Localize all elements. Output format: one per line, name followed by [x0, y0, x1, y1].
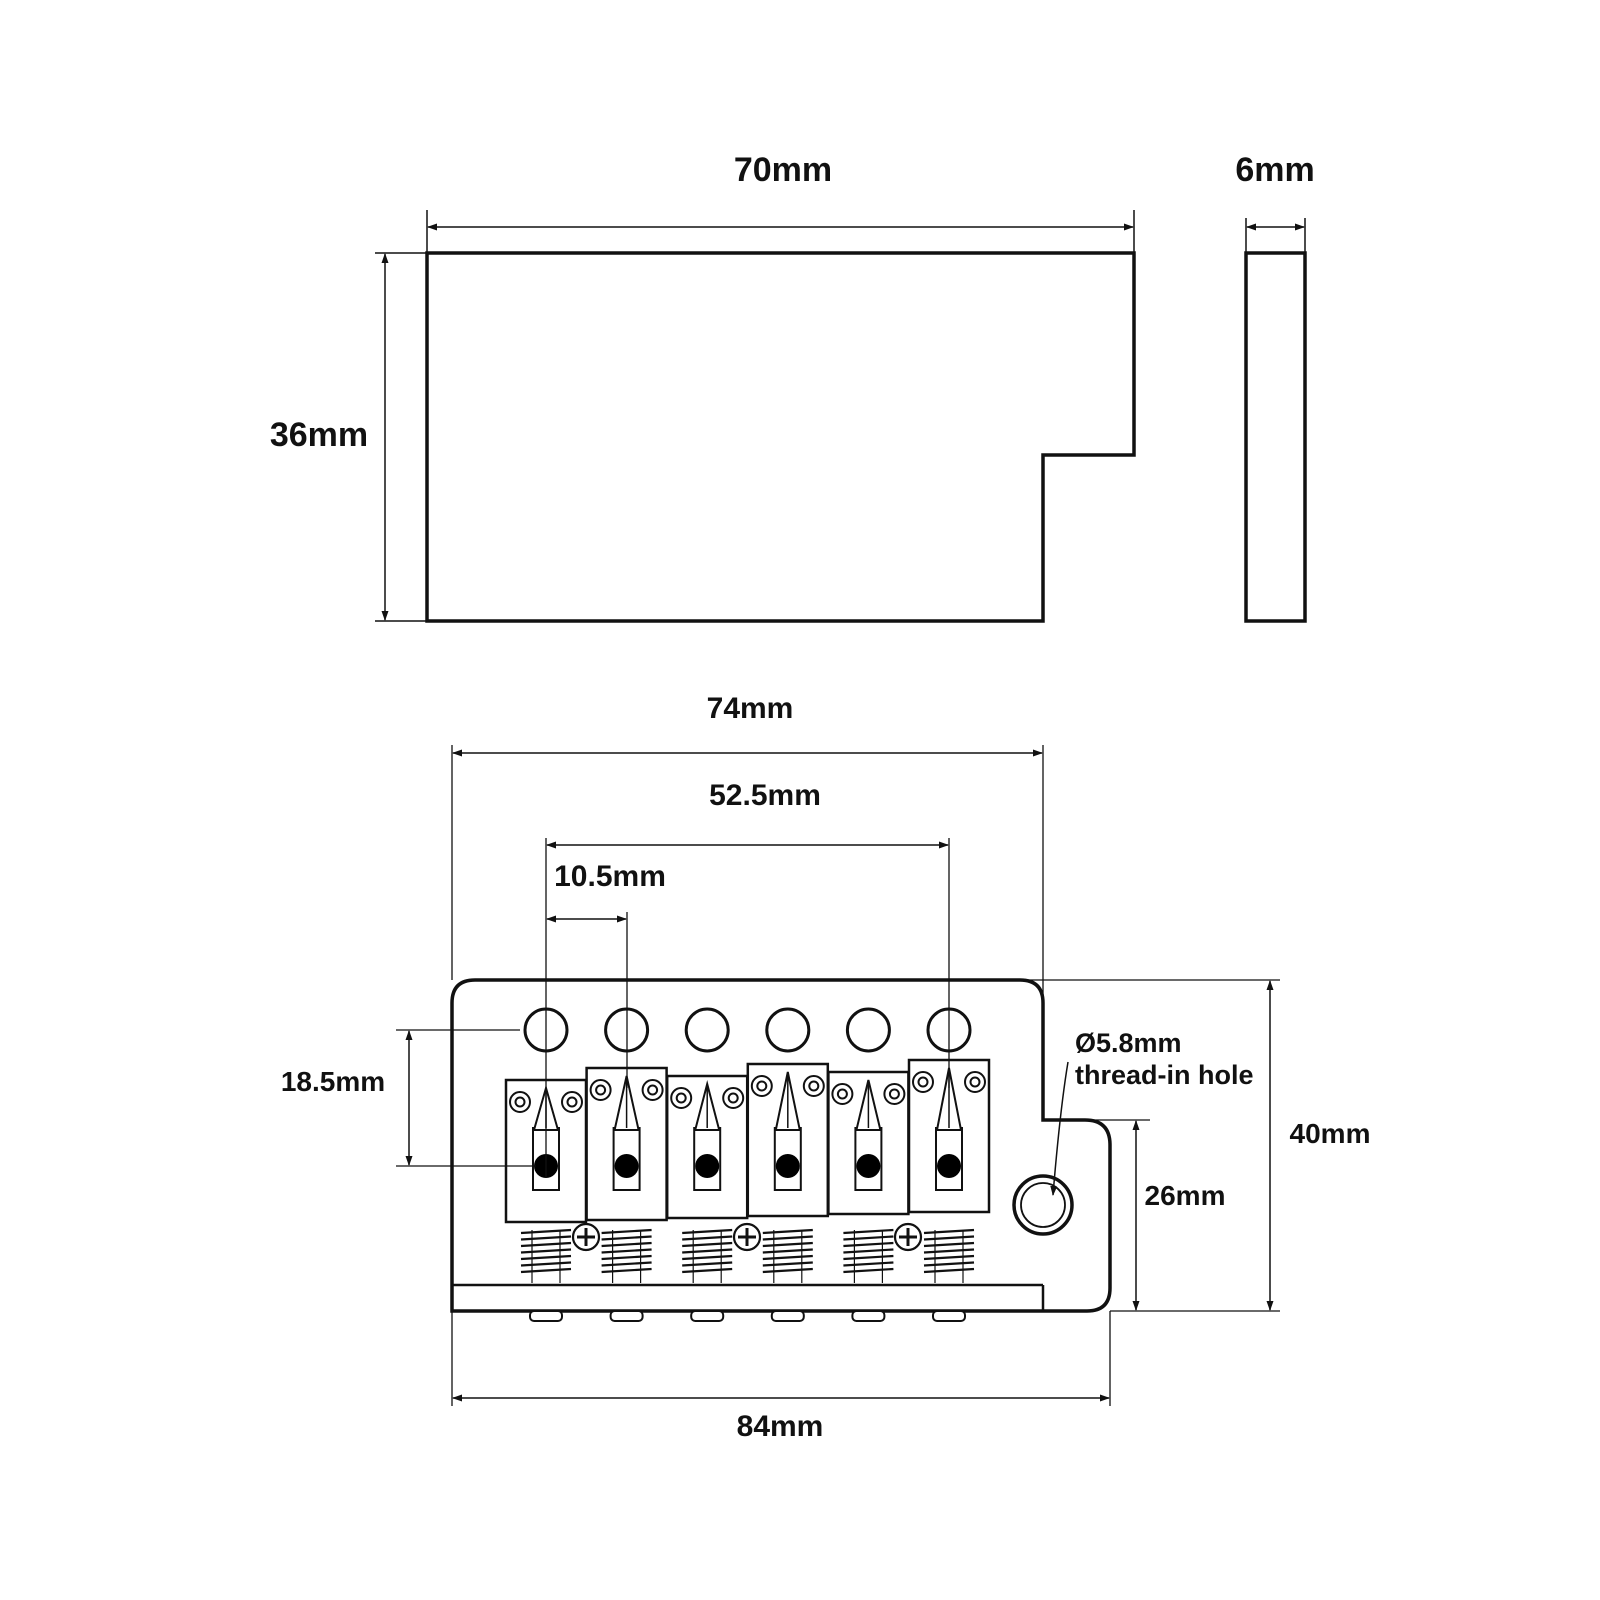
- string-spacing-label: 10.5mm: [554, 860, 666, 893]
- string-assembly: [827, 1007, 910, 1322]
- dim-block-thickness: 6mm: [1235, 151, 1315, 253]
- hole-callout: Ø5.8mm thread-in hole: [1050, 1028, 1254, 1196]
- intonation-spring: [682, 1228, 733, 1283]
- tremolo-block-side-view: [1244, 251, 1307, 623]
- dim-plate-height: 40mm: [1020, 979, 1371, 1312]
- intonation-spring: [520, 1228, 572, 1283]
- dim-plate-width: 84mm: [451, 1311, 1111, 1443]
- screw-span-label: 74mm: [707, 692, 794, 725]
- string-ball-end: [856, 1154, 881, 1178]
- hole-to-saddle-label: 18.5mm: [281, 1066, 385, 1097]
- screw-tip: [609, 1310, 644, 1322]
- screw-tip: [932, 1310, 966, 1322]
- plate-width-label: 84mm: [737, 1410, 824, 1443]
- bridge-plate: [450, 978, 1112, 1322]
- mounting-screw: [893, 1222, 923, 1252]
- tremolo-block-front-view: [425, 251, 1136, 623]
- string-ball-end: [775, 1154, 800, 1178]
- string-ball-end: [614, 1154, 639, 1178]
- hole-note-line1: Ø5.8mm: [1075, 1028, 1182, 1058]
- string-ball-end: [695, 1154, 720, 1178]
- mounting-screw: [732, 1222, 762, 1252]
- string-span-label: 52.5mm: [709, 779, 821, 812]
- screw-tip: [770, 1310, 805, 1322]
- block-thickness-label: 6mm: [1235, 151, 1314, 189]
- screw-tip: [690, 1310, 725, 1322]
- intonation-spring: [923, 1228, 975, 1283]
- dim-string-spacing: 10.5mm: [546, 860, 666, 1088]
- string-hole: [684, 1007, 730, 1053]
- string-assembly: [665, 1007, 749, 1322]
- intonation-spring: [843, 1228, 894, 1283]
- screw-tip: [851, 1310, 886, 1322]
- screw-tip: [529, 1310, 563, 1322]
- string-hole: [845, 1007, 891, 1053]
- dim-block-height: 36mm: [270, 252, 427, 622]
- block-outline: [425, 251, 1136, 623]
- hole-note-line2: thread-in hole: [1075, 1060, 1254, 1090]
- string-hole: [765, 1007, 811, 1053]
- mounting-screw: [571, 1222, 601, 1252]
- arm-side-height-label: 26mm: [1145, 1180, 1226, 1211]
- string-ball-end: [937, 1154, 961, 1178]
- string-assembly: [746, 1007, 830, 1322]
- dim-block-width: 70mm: [426, 151, 1135, 253]
- arm-thread-hole: [1012, 1174, 1074, 1236]
- dim-hole-to-saddle: 18.5mm: [281, 1029, 536, 1167]
- block-side-outline: [1244, 251, 1307, 623]
- block-height-label: 36mm: [270, 416, 368, 454]
- block-width-label: 70mm: [734, 151, 832, 189]
- string-assembly: [585, 1007, 668, 1322]
- intonation-spring: [762, 1228, 813, 1283]
- string-assemblies: [504, 1007, 991, 1322]
- intonation-spring: [601, 1228, 652, 1283]
- plate-height-label: 40mm: [1290, 1118, 1371, 1149]
- dim-screw-span: 74mm: [451, 692, 1044, 1003]
- dim-string-span: 52.5mm: [545, 779, 950, 1178]
- dim-arm-side-height: 26mm: [1085, 1119, 1226, 1311]
